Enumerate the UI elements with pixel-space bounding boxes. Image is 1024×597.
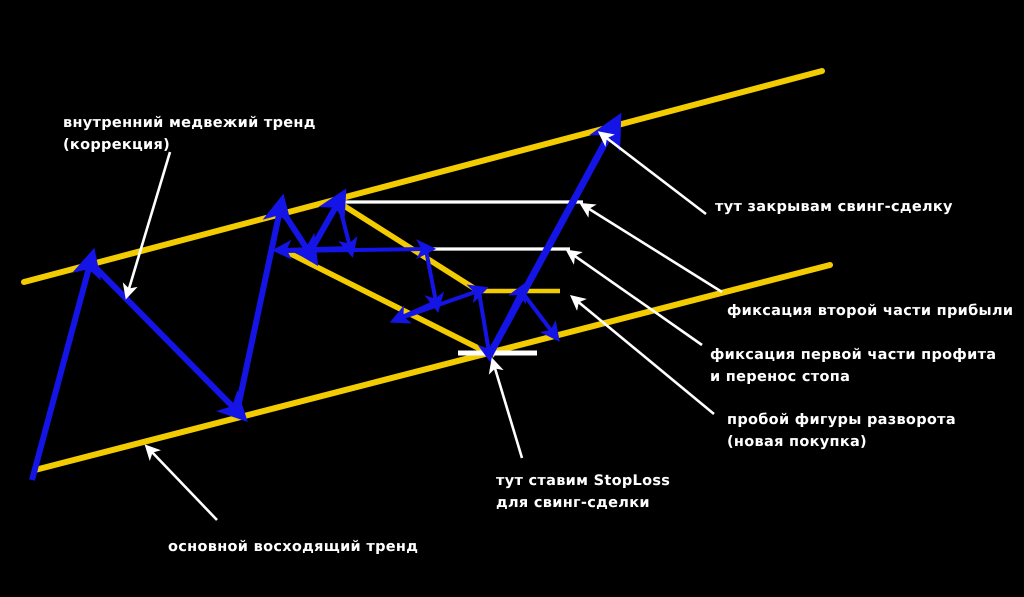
main-channel-group bbox=[21, 68, 833, 473]
annotation-line-2: (коррекция) bbox=[63, 137, 171, 153]
annotation-line-1: фиксация первой части профита bbox=[710, 347, 997, 363]
annotation-pointers-group bbox=[122, 131, 723, 521]
price-action-group bbox=[29, 112, 622, 481]
annotation-first-profit-fix: фиксация первой части профита и перенос с… bbox=[710, 344, 996, 388]
inner-wedge-upper-line bbox=[335, 199, 483, 295]
pointer-reversal-breakout bbox=[569, 295, 715, 416]
pointer-close-swing-trade bbox=[597, 131, 707, 216]
annotation-line-1: пробой фигуры разворота bbox=[727, 412, 956, 428]
inner-wedge-group bbox=[278, 199, 495, 358]
wave-impulse-1 bbox=[29, 247, 102, 481]
annotation-close-swing-trade: тут закрывам свинг-сделку bbox=[715, 196, 953, 218]
annotation-line-2: и перенос стопа bbox=[710, 369, 851, 385]
annotation-line-1: основной восходящий тренд bbox=[168, 539, 419, 555]
retest-leg-down bbox=[520, 290, 560, 342]
wedge-leg-up-1 bbox=[283, 239, 437, 260]
wedge-leg-down-3 bbox=[424, 249, 445, 313]
annotation-line-2: для свинг-сделки bbox=[496, 495, 650, 511]
breakout-impulse bbox=[486, 112, 622, 356]
annotation-reversal-breakout: пробой фигуры разворота (новая покупка) bbox=[727, 409, 956, 453]
annotation-line-2: (новая покупка) bbox=[727, 434, 867, 450]
annotation-line-1: внутренний медвежий тренд bbox=[63, 115, 316, 131]
wave-impulse-3 bbox=[307, 188, 347, 254]
main-lower-trendline bbox=[32, 262, 833, 473]
annotation-inner-bearish-trend: внутренний медвежий тренд (коррекция) bbox=[63, 112, 316, 156]
pointer-second-profit-fix bbox=[579, 202, 723, 294]
annotation-stoploss-placement: тут ставим StopLoss для свинг-сделки bbox=[496, 470, 670, 514]
wedge-leg-down-5 bbox=[477, 291, 498, 364]
annotation-line-1: тут ставим StopLoss bbox=[496, 473, 671, 489]
pointer-first-profit-fix bbox=[565, 249, 703, 347]
wave-correction-1 bbox=[89, 261, 248, 422]
wedge-leg-down-1 bbox=[337, 203, 358, 258]
pointer-inner-bearish-trend bbox=[122, 151, 172, 300]
wave-impulse-2 bbox=[234, 193, 292, 413]
pointer-stoploss bbox=[488, 357, 524, 459]
annotation-main-uptrend: основной восходящий тренд bbox=[168, 536, 418, 558]
pointer-main-uptrend bbox=[144, 444, 218, 521]
annotation-second-profit-fix: фиксация второй части прибыли bbox=[727, 300, 1013, 322]
annotation-line-1: фиксация второй части прибыли bbox=[727, 303, 1014, 319]
inner-wedge-lower-line bbox=[278, 246, 495, 358]
annotation-line-1: тут закрывам свинг-сделку bbox=[715, 199, 953, 215]
main-upper-trendline bbox=[21, 68, 825, 285]
wedge-leg-up-2 bbox=[400, 284, 489, 320]
wave-pullback-1 bbox=[278, 207, 319, 267]
